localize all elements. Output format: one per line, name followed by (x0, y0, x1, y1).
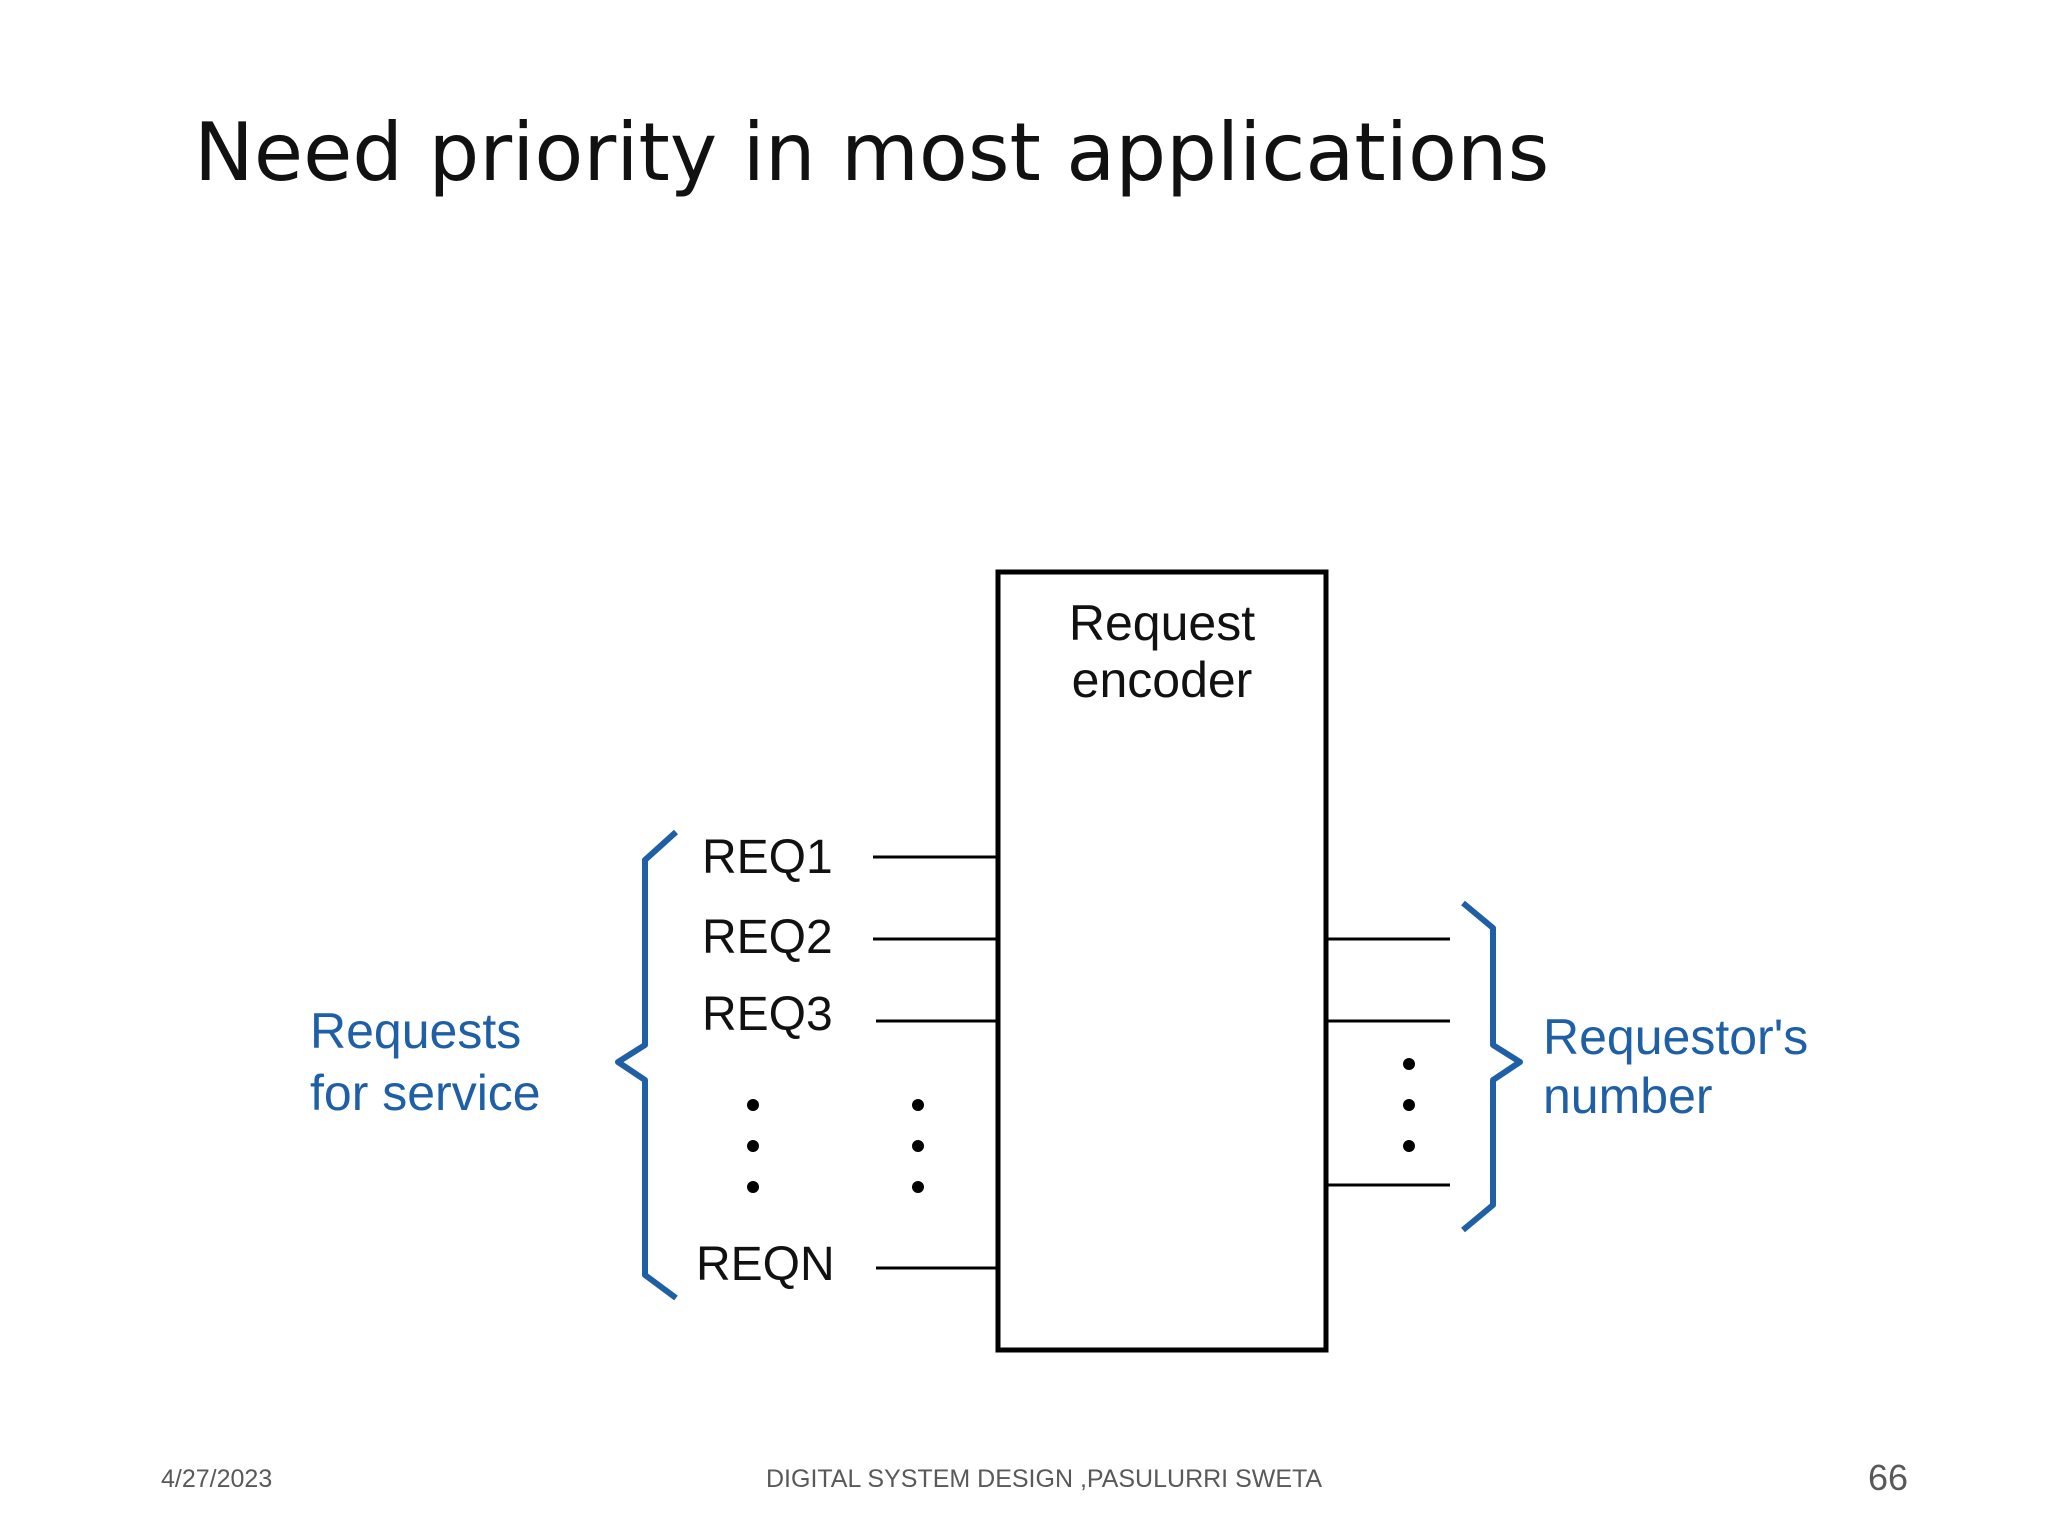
requestors-number-line2: number (1543, 1068, 1713, 1124)
requests-for-service-line1: Requests (310, 1003, 521, 1059)
right-brace (1461, 900, 1523, 1233)
requestors-number-line1: Requestor's (1543, 1009, 1808, 1065)
input-label-req3: REQ3 (702, 988, 833, 1041)
encoder-label-line1: Request (1069, 595, 1255, 651)
left-brace (615, 829, 679, 1301)
input-label-req1: REQ1 (702, 831, 833, 884)
input-ellipsis-left (747, 1099, 759, 1193)
requests-for-service-line2: for service (310, 1065, 541, 1121)
output-ellipsis (1403, 1058, 1415, 1152)
encoder-label-line2: encoder (1072, 652, 1253, 708)
request-encoder-block (995, 569, 1329, 1353)
footer-center-text: DIGITAL SYSTEM DESIGN ,PASULURRI SWETA (766, 1465, 1323, 1493)
slide-title: Need priority in most applications (194, 106, 1550, 199)
slide-number: 66 (1868, 1457, 1909, 1498)
input-label-reqn: REQN (696, 1238, 835, 1291)
input-label-req2: REQ2 (702, 911, 833, 964)
footer-date: 4/27/2023 (161, 1465, 273, 1493)
input-ellipsis-right (912, 1099, 924, 1193)
